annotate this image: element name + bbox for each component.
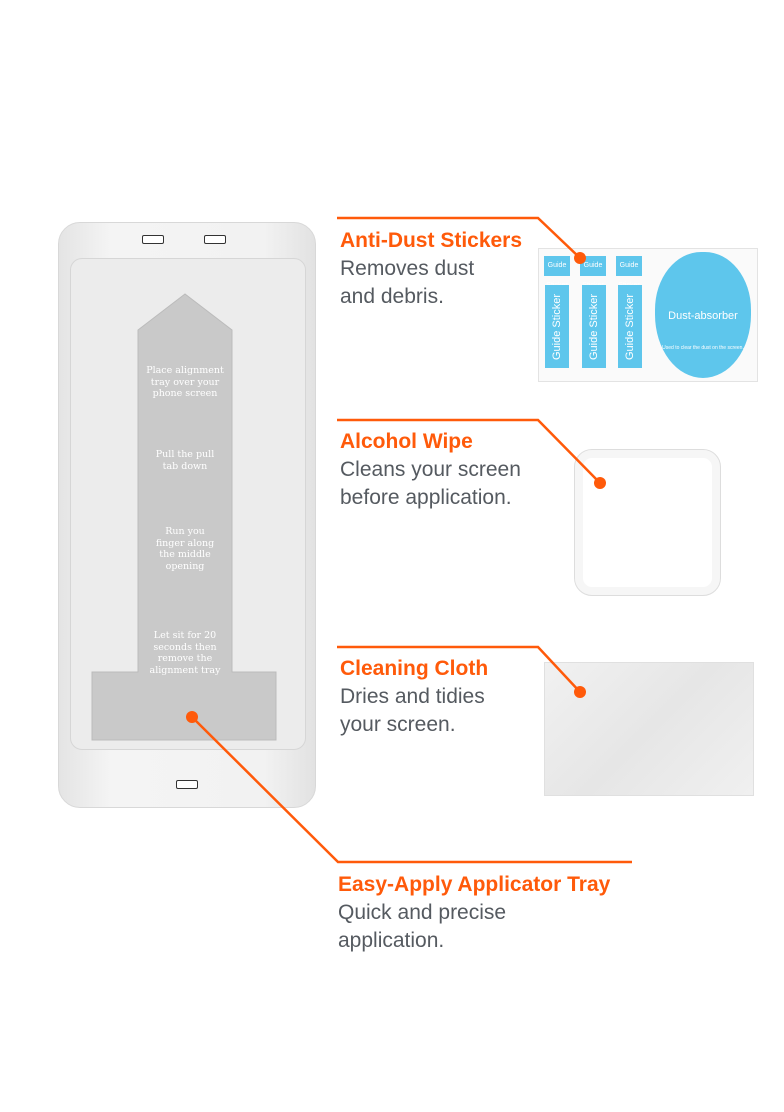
callout-line-alcohol (337, 418, 601, 484)
dust-absorber-note: Used to clear the dust on the screen. (662, 345, 744, 351)
tray-slot (142, 235, 164, 244)
dust-absorber (655, 252, 751, 378)
callout-dot-anti-dust (574, 252, 586, 264)
tray-slot (176, 780, 198, 789)
callout-dot-tray (186, 711, 198, 723)
anti-dust-desc-2: and debris. (340, 285, 444, 308)
anti-dust-desc-1: Removes dust (340, 257, 475, 280)
callout-dot-alcohol (594, 477, 606, 489)
alcohol-wipe-title: Alcohol Wipe (340, 430, 473, 453)
tray-title: Easy-Apply Applicator Tray (338, 873, 611, 896)
alcohol-wipe-desc-2: before application. (340, 486, 512, 509)
tray-slot (204, 235, 226, 244)
cleaning-cloth-title: Cleaning Cloth (340, 657, 489, 680)
callout-dot-cloth (574, 686, 586, 698)
tray-step-1: Place alignment tray over your phone scr… (146, 365, 224, 399)
callout-line-anti-dust (337, 216, 581, 259)
dust-absorber-label: Dust-absorber (668, 310, 738, 322)
tray-step-4: Let sit for 20 seconds then remove the a… (149, 630, 221, 676)
tray-desc-1: Quick and precise (338, 901, 507, 924)
alcohol-wipe-desc-1: Cleans your screen (340, 458, 521, 481)
callout-line-tray (191, 716, 632, 864)
cleaning-cloth-desc-1: Dries and tidies (340, 685, 485, 708)
tray-step-3: Run you finger along the middle opening (155, 526, 215, 572)
alcohol-wipe-image (574, 449, 721, 596)
cleaning-cloth-image (544, 662, 754, 796)
cleaning-cloth-desc-2: your screen. (340, 713, 456, 736)
callout-line-cloth (337, 645, 581, 693)
tray-step-2: Pull the pull tab down (155, 449, 215, 472)
anti-dust-title: Anti-Dust Stickers (340, 229, 523, 252)
tray-desc-2: application. (338, 929, 445, 952)
